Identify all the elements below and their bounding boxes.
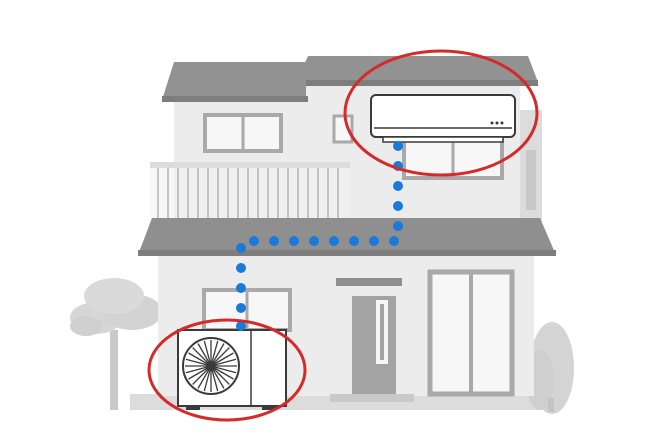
outdoor-ac-unit <box>177 329 287 410</box>
fan-blade <box>210 347 230 367</box>
fan-blade <box>210 365 234 380</box>
fan-blade <box>210 343 225 367</box>
fan-blade <box>197 365 212 389</box>
fan-blade <box>185 358 212 367</box>
fan-blade <box>210 352 234 367</box>
middle-roof <box>138 218 556 256</box>
fan-blade <box>210 365 237 374</box>
indoor-ac-unit <box>370 94 516 143</box>
fan-blade <box>210 358 237 367</box>
fan-blade <box>210 340 219 367</box>
fan-blade <box>210 365 219 392</box>
fan-blade <box>210 365 230 385</box>
fan-blade <box>185 365 212 374</box>
fan-blade <box>188 365 212 380</box>
left-tree <box>70 278 162 410</box>
fan-blade <box>192 347 212 367</box>
fan-blade <box>203 340 212 367</box>
fan-blade <box>192 365 212 385</box>
fan-blade <box>210 365 225 389</box>
fan-blade <box>203 365 212 392</box>
indoor-unit-highlight-ring <box>343 49 539 177</box>
balcony-railing <box>150 162 350 220</box>
outdoor-unit-highlight-ring <box>147 318 307 422</box>
fan-blade <box>188 352 212 367</box>
fan-blade <box>197 343 212 367</box>
front-door <box>352 296 396 396</box>
